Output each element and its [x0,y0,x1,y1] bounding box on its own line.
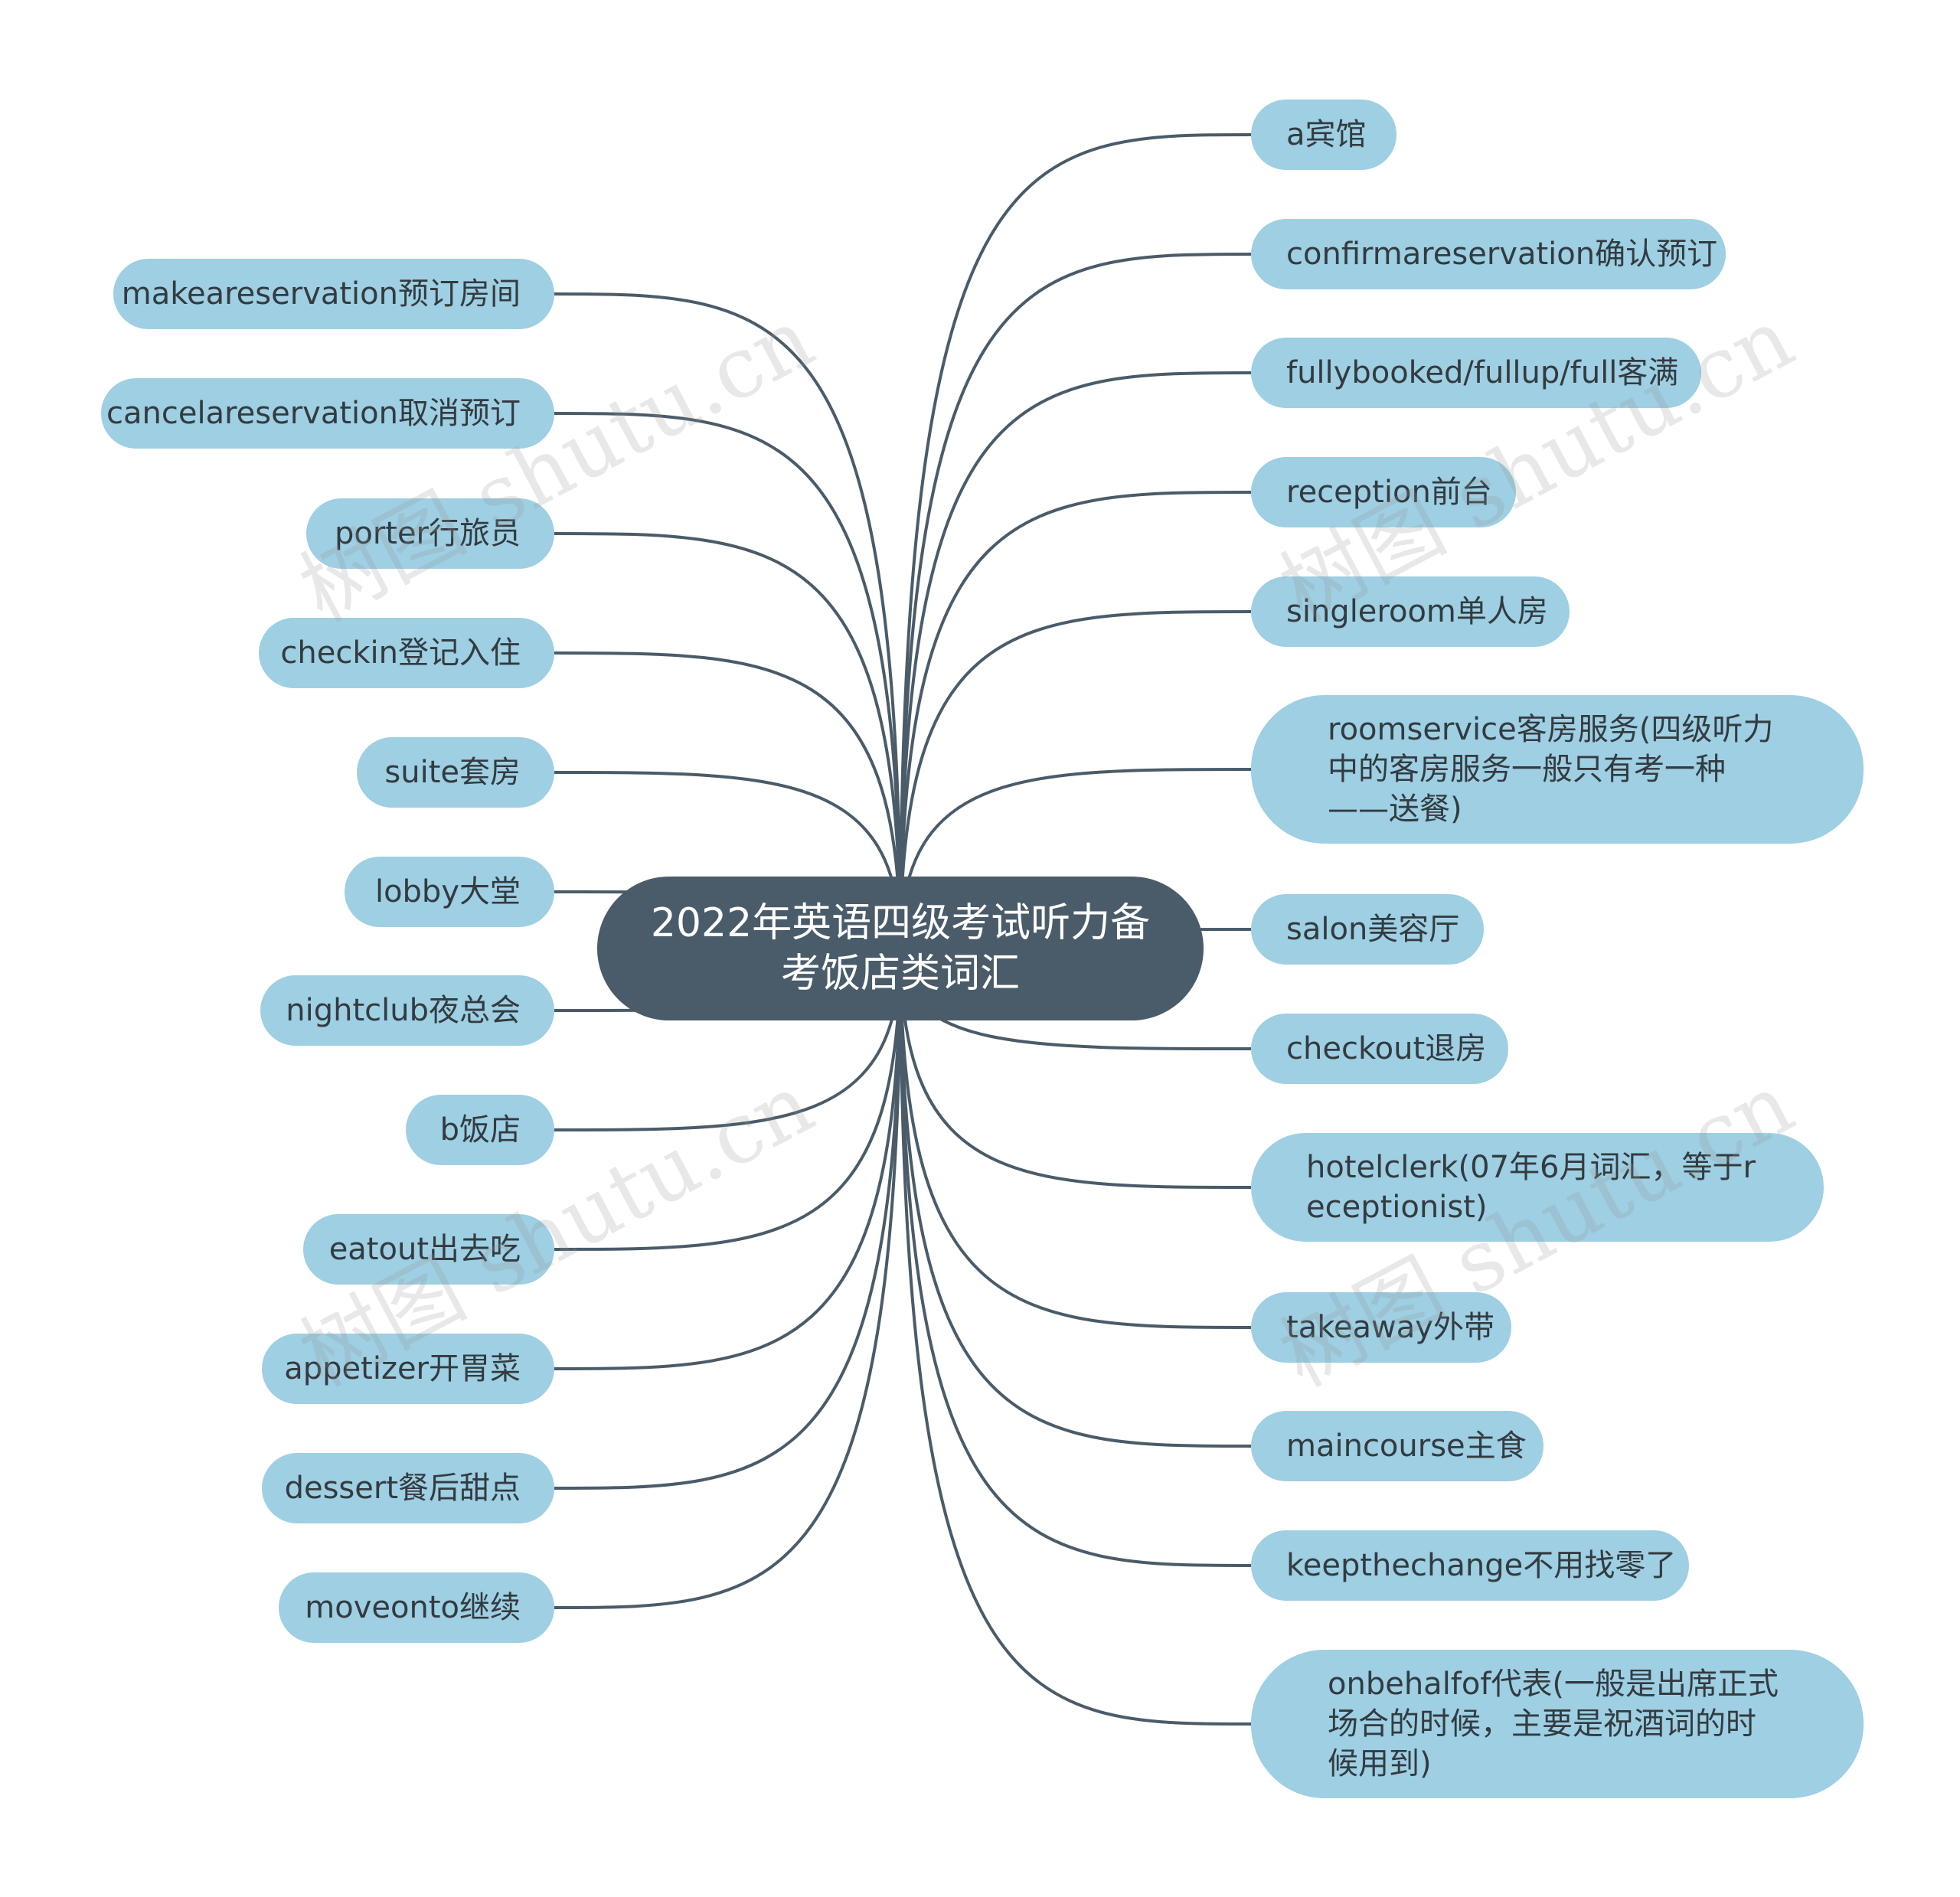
connector-line [899,948,1252,1567]
connector-line [554,948,902,1251]
topic-node-nightclub[interactable]: nightclub夜总会 [260,975,554,1046]
topic-node-checkin[interactable]: checkin登记入住 [259,618,554,688]
topic-node-maincourse[interactable]: maincourse主食 [1251,1411,1544,1481]
topic-node-eatout[interactable]: eatout出去吃 [303,1214,554,1285]
topic-node-fullybooked[interactable]: fullybooked/fullup/full客满 [1251,338,1701,408]
connector-line [554,948,902,1609]
topic-node-checkout[interactable]: checkout退房 [1251,1014,1508,1084]
connector-line [899,948,1252,1448]
topic-node-dessert[interactable]: dessert餐后甜点 [262,1453,554,1523]
connector-line [899,491,1252,949]
topic-node-a-hotel[interactable]: a宾馆 [1251,100,1396,170]
topic-node-porter[interactable]: porter行旅员 [306,498,554,569]
connector-line [899,371,1252,949]
topic-node-suite[interactable]: suite套房 [357,737,554,808]
connector-line [554,651,902,949]
topic-node-reception[interactable]: reception前台 [1251,457,1516,527]
topic-node-onbehalfof[interactable]: onbehalfof代表(一般是出席正式场合的时候，主要是祝酒词的时候用到) [1251,1650,1864,1798]
topic-node-keepthechange[interactable]: keepthechange不用找零了 [1251,1530,1689,1601]
connector-line [554,948,902,1370]
topic-node-lobby[interactable]: lobby大堂 [345,857,554,927]
topic-node-moveonto[interactable]: moveonto继续 [279,1572,554,1643]
connector-line [554,532,902,949]
root-topic-label: 2022年英语四级考试听力备考饭店类词汇 [650,900,1151,997]
connector-line [899,253,1252,949]
topic-node-confirmareservation[interactable]: confirmareservation确认预订 [1251,219,1726,289]
topic-node-salon[interactable]: salon美容厅 [1251,894,1484,965]
topic-node-b-hotel[interactable]: b饭店 [406,1095,554,1165]
topic-node-roomservice[interactable]: roomservice客房服务(四级听力中的客房服务一般只有考一种——送餐) [1251,695,1864,844]
topic-node-hotelclerk[interactable]: hotelclerk(07年6月词汇，等于receptionist) [1251,1133,1824,1242]
connector-line [554,292,902,949]
topic-node-makeareservation[interactable]: makeareservation预订房间 [113,259,554,329]
topic-node-singleroom[interactable]: singleroom单人房 [1251,576,1570,647]
connector-line [899,948,1252,1329]
topic-node-takeaway[interactable]: takeaway外带 [1251,1292,1511,1363]
connector-line [554,948,902,1490]
connector-line [899,948,1252,1189]
topic-node-appetizer[interactable]: appetizer开胃菜 [262,1334,554,1404]
connector-line [899,610,1252,949]
connector-line [554,412,902,949]
connector-line [899,948,1252,1726]
connector-line [899,133,1252,949]
topic-node-cancelareservation[interactable]: cancelareservation取消预订 [101,378,554,449]
root-topic-node[interactable]: 2022年英语四级考试听力备考饭店类词汇 [597,877,1204,1020]
